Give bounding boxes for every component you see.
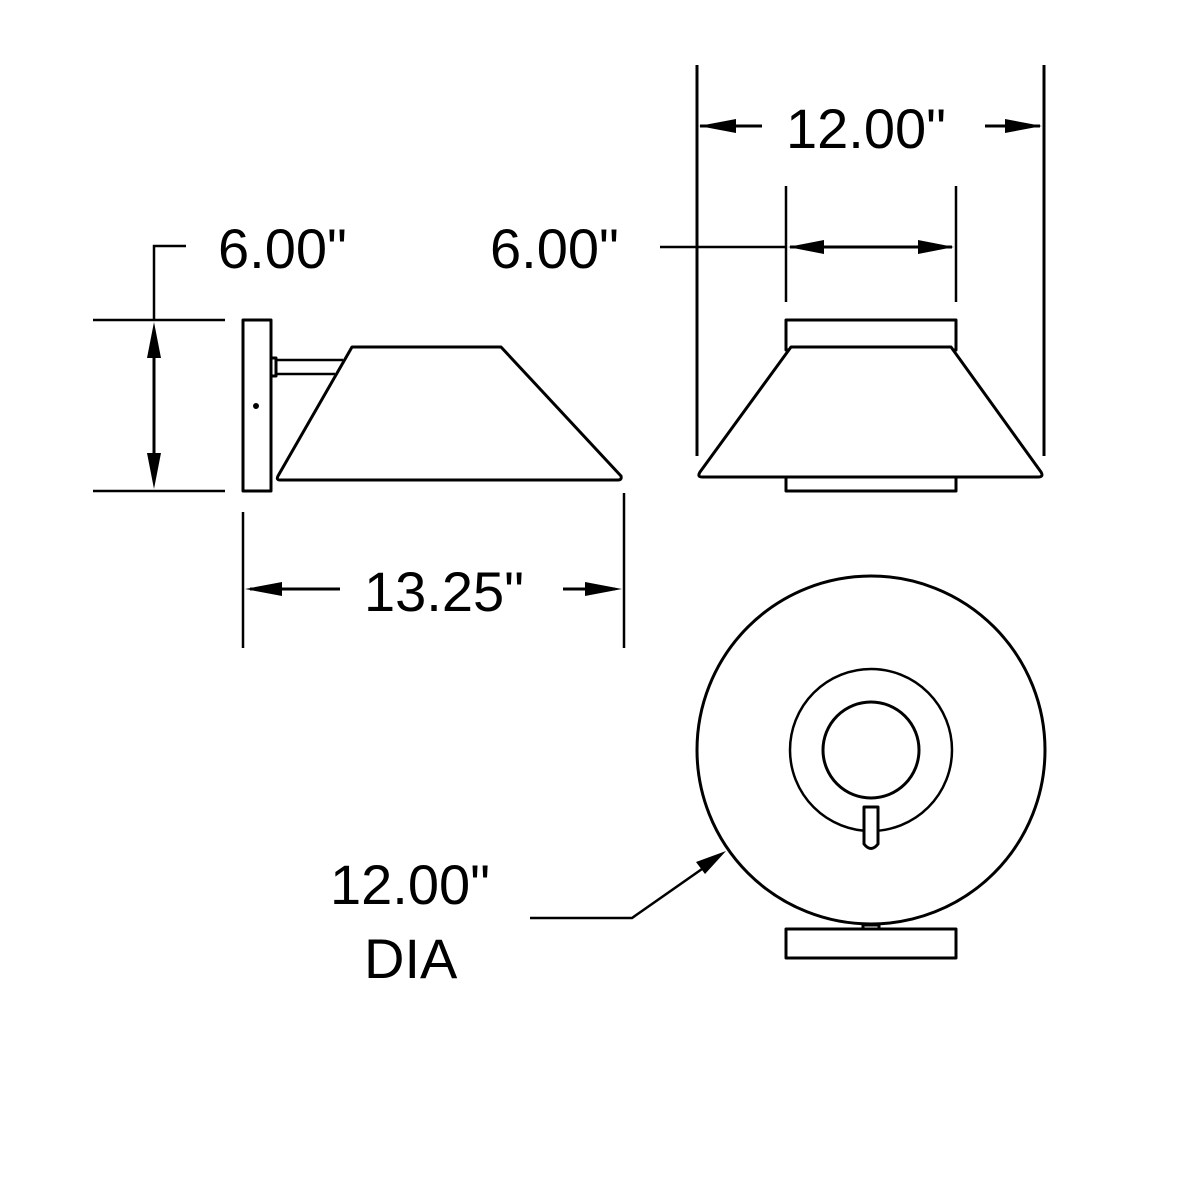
height-leader xyxy=(152,244,186,320)
backplate-front xyxy=(784,318,958,352)
shade-outer-circle xyxy=(695,574,1047,926)
bottom-view: 12.00" DIA xyxy=(330,574,1047,990)
lamp-shade-front xyxy=(697,345,1044,479)
arrow-up-icon xyxy=(147,322,161,358)
arrow-left-icon xyxy=(788,240,824,254)
lamp-inner-circle xyxy=(821,700,921,800)
front-width-label: 12.00" xyxy=(786,97,946,160)
diameter-leader xyxy=(530,860,713,920)
arm-collar xyxy=(269,356,278,378)
arrow-left-icon xyxy=(245,582,282,596)
side-view: 6.00" 13.25" xyxy=(93,217,626,648)
arrow-right-icon xyxy=(585,582,622,596)
front-view: 12.00" 6.00" xyxy=(490,65,1046,493)
backplate-bottom xyxy=(784,927,958,960)
front-plate-label: 6.00" xyxy=(490,217,619,280)
diameter-suffix-label: DIA xyxy=(364,927,458,990)
arrow-left-icon xyxy=(699,119,736,133)
arrow-right-icon xyxy=(1005,119,1042,133)
arrow-down-icon xyxy=(147,453,161,489)
lamp-shade-side xyxy=(275,345,623,482)
side-height-label: 6.00" xyxy=(218,217,347,280)
switch-tab xyxy=(862,805,880,850)
arrow-leader-icon xyxy=(696,851,726,874)
arrow-right-icon xyxy=(918,240,954,254)
screw-hole xyxy=(253,403,259,409)
diameter-value-label: 12.00" xyxy=(330,853,490,916)
side-projection-label: 13.25" xyxy=(364,560,524,623)
